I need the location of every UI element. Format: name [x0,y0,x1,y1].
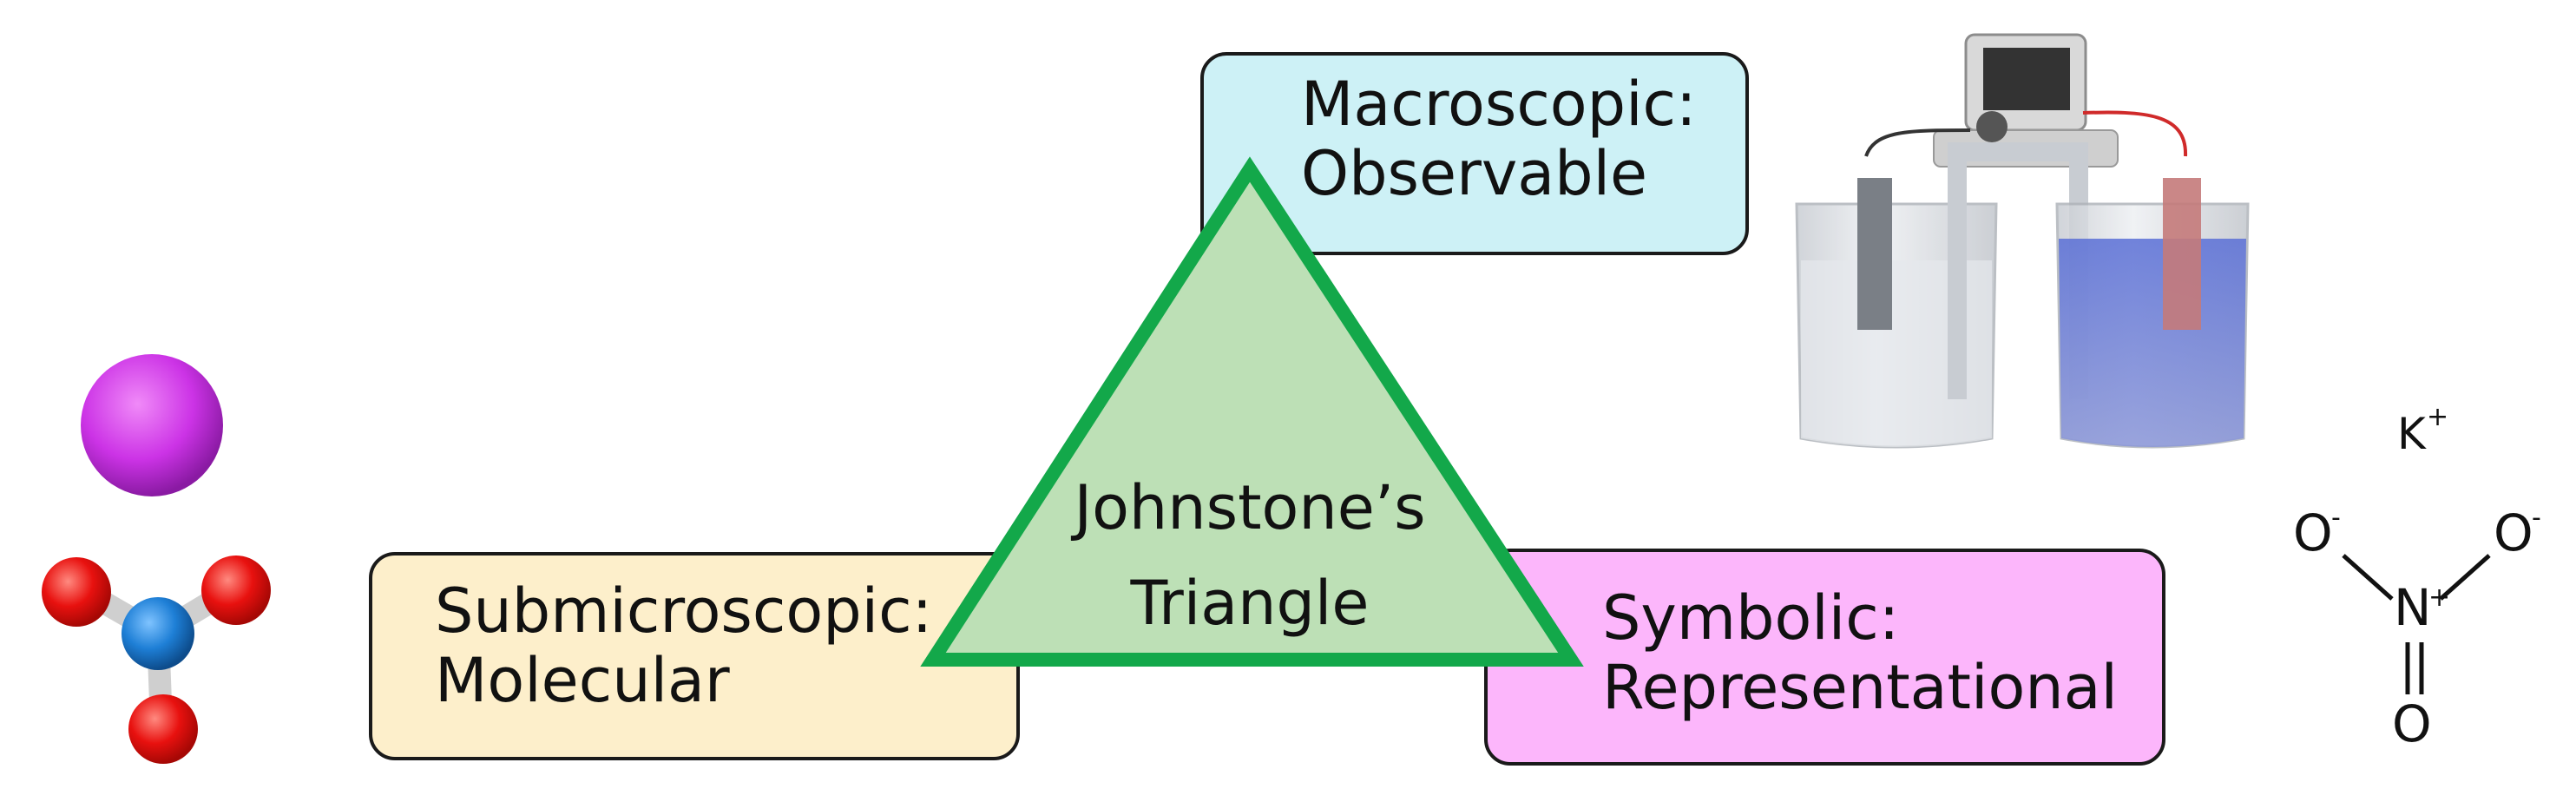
oxygen-left-charge: - [2331,503,2341,533]
oxygen-right: O [2494,503,2533,562]
potassium-charge: + [2427,402,2449,432]
potassium-symbol: K [2397,409,2426,459]
oxygen-bottom: O [2392,694,2432,753]
symbolic-label: Symbolic: Representational [1602,582,2118,723]
submicroscopic-label: Submicroscopic: Molecular [435,575,933,716]
triangle-label: Johnstone’s Triangle [1074,472,1426,639]
macroscopic-label: Macroscopic: Observable [1301,69,1697,209]
oxygen-right-charge: - [2532,503,2541,533]
potassium-ion-sphere [81,354,223,496]
electrochemical-cell-illustration [1795,33,2250,449]
submicroscopic-box: Submicroscopic: Molecular [369,552,1020,760]
nitrogen-symbol: N [2394,578,2432,637]
nitrogen-charge: + [2428,582,2451,613]
oxygen-left: O [2293,503,2333,562]
symbolic-box: Symbolic: Representational [1484,549,2165,766]
nitrate-molecule-model [42,555,271,764]
